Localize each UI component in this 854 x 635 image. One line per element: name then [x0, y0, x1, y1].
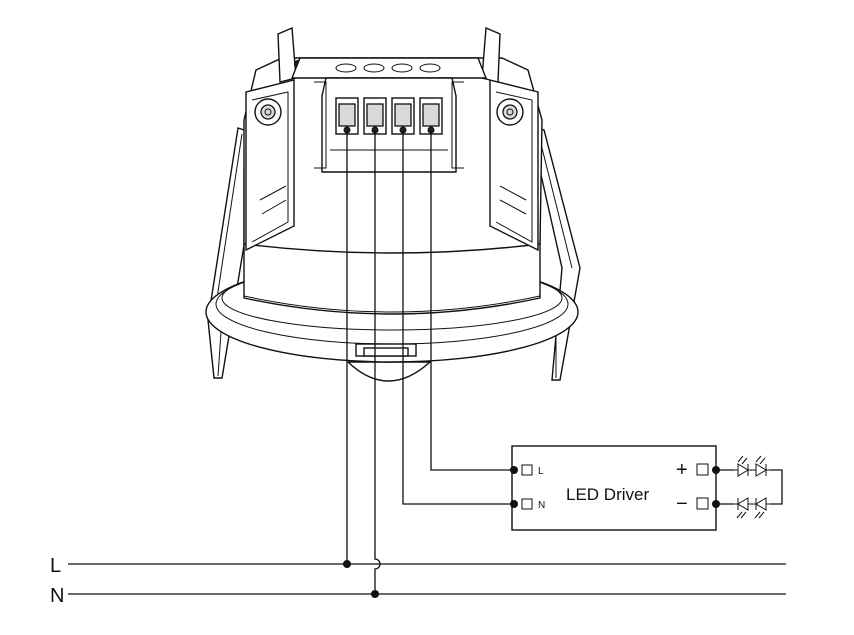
driver-negative-terminal — [696, 497, 709, 510]
neutral-line-label: N — [50, 585, 64, 607]
led-return-wire — [770, 469, 783, 505]
sensor-lens — [346, 361, 432, 382]
terminal-slot-2 — [363, 97, 387, 135]
terminal-slot-4 — [419, 97, 443, 135]
left-screw-icon — [254, 98, 282, 126]
motion-sensor-device — [205, 26, 581, 382]
led-icon — [734, 455, 752, 477]
neutral-junction-dot — [371, 590, 379, 598]
driver-n-terminal — [521, 498, 533, 510]
led-icon — [734, 497, 752, 519]
terminal-lid — [290, 57, 488, 79]
driver-n-terminal-dot — [510, 500, 518, 508]
led-icon — [752, 455, 770, 477]
left-side-wing — [245, 79, 295, 252]
driver-positive-symbol: + — [676, 459, 688, 481]
led-load — [716, 455, 783, 519]
terminal-block — [314, 77, 464, 173]
driver-n-label: N — [538, 500, 545, 511]
led-driver: L N LED Driver + − — [510, 445, 720, 531]
led-driver-title: LED Driver — [566, 485, 649, 504]
right-screw-icon — [496, 98, 524, 126]
live-line-label: L — [50, 555, 61, 577]
terminal-slot-1 — [335, 97, 359, 135]
wire-3-driver-neutral — [402, 130, 512, 505]
driver-l-label: L — [538, 466, 544, 477]
driver-negative-symbol: − — [676, 493, 688, 515]
led-driver-box — [511, 445, 717, 531]
driver-l-terminal — [521, 464, 533, 476]
wire-4-driver-live — [430, 130, 512, 471]
led-icon — [752, 497, 770, 519]
driver-positive-terminal — [696, 463, 709, 476]
driver-l-terminal-dot — [510, 466, 518, 474]
wires — [68, 130, 786, 598]
bezel-tab — [355, 343, 417, 357]
terminal-slot-3 — [391, 97, 415, 135]
live-junction-dot — [343, 560, 351, 568]
